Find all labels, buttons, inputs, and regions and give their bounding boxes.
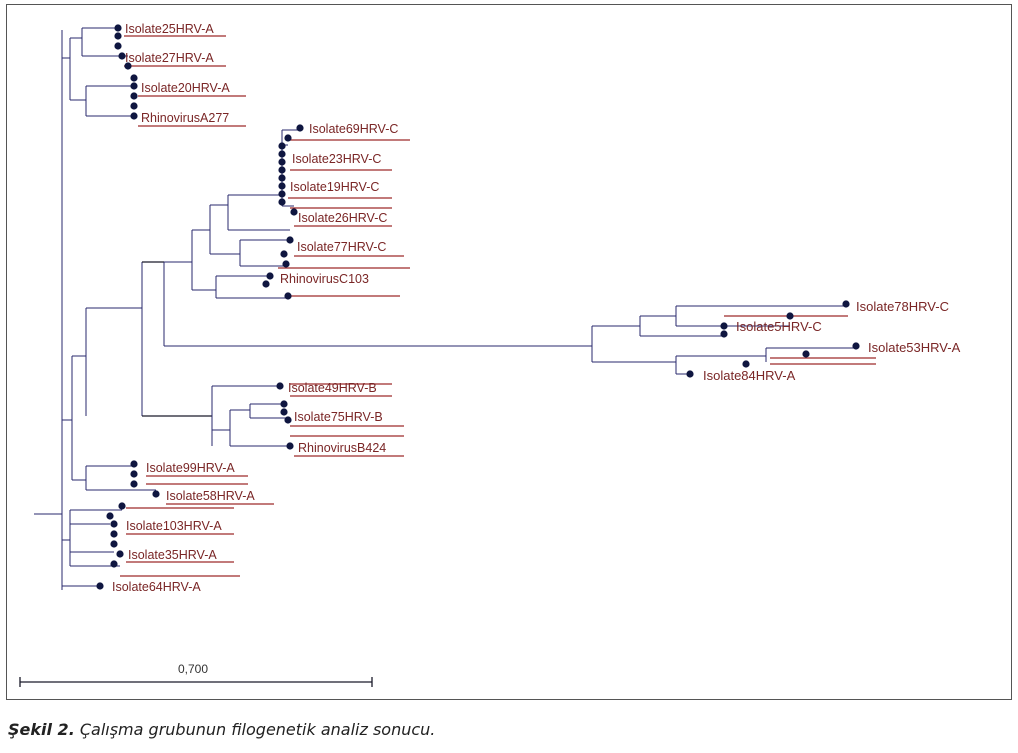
scale-bar-label: 0,700 — [178, 662, 208, 676]
tree-nodes — [96, 24, 860, 590]
leaf-label: Isolate77HRV-C — [297, 240, 386, 254]
leaf-label: Isolate35HRV-A — [128, 548, 217, 562]
caption-label: Şekil 2. — [8, 720, 75, 739]
label-underlines — [120, 35, 876, 577]
leaf-label: Isolate26HRV-C — [298, 211, 387, 225]
figure-frame — [6, 4, 1012, 700]
leaf-label: Isolate5HRV-C — [736, 319, 822, 334]
leaf-label: RhinovirusB424 — [298, 441, 386, 455]
leaf-label: RhinovirusC103 — [280, 272, 369, 286]
leaf-label: Isolate27HRV-A — [125, 51, 214, 65]
scale-bar: 0,700 — [19, 662, 373, 687]
leaf-label: Isolate99HRV-A — [146, 461, 235, 475]
leaf-label: Isolate25HRV-A — [125, 22, 214, 36]
leaf-label: Isolate19HRV-C — [290, 180, 379, 194]
caption-text: Çalışma grubunun filogenetik analiz sonu… — [74, 720, 436, 739]
leaf-label: Isolate58HRV-A — [166, 489, 255, 503]
figure-caption: Şekil 2. Çalışma grubunun filogenetik an… — [8, 720, 435, 739]
tree-branches — [34, 27, 856, 590]
leaf-label: Isolate84HRV-A — [703, 368, 796, 383]
leaf-label: Isolate64HRV-A — [112, 580, 201, 594]
leaf-label: Isolate49HRV-B — [288, 381, 377, 395]
leaf-label: RhinovirusA277 — [141, 111, 229, 125]
leaf-label: Isolate23HRV-C — [292, 152, 381, 166]
leaf-label: Isolate20HRV-A — [141, 81, 230, 95]
leaf-label: Isolate69HRV-C — [309, 122, 398, 136]
leaf-labels: Isolate25HRV-A Isolate27HRV-A Isolate20H… — [112, 22, 961, 594]
leaf-label: Isolate103HRV-A — [126, 519, 222, 533]
leaf-label: Isolate78HRV-C — [856, 299, 949, 314]
leaf-label: Isolate53HRV-A — [868, 340, 961, 355]
leaf-label: Isolate75HRV-B — [294, 410, 383, 424]
